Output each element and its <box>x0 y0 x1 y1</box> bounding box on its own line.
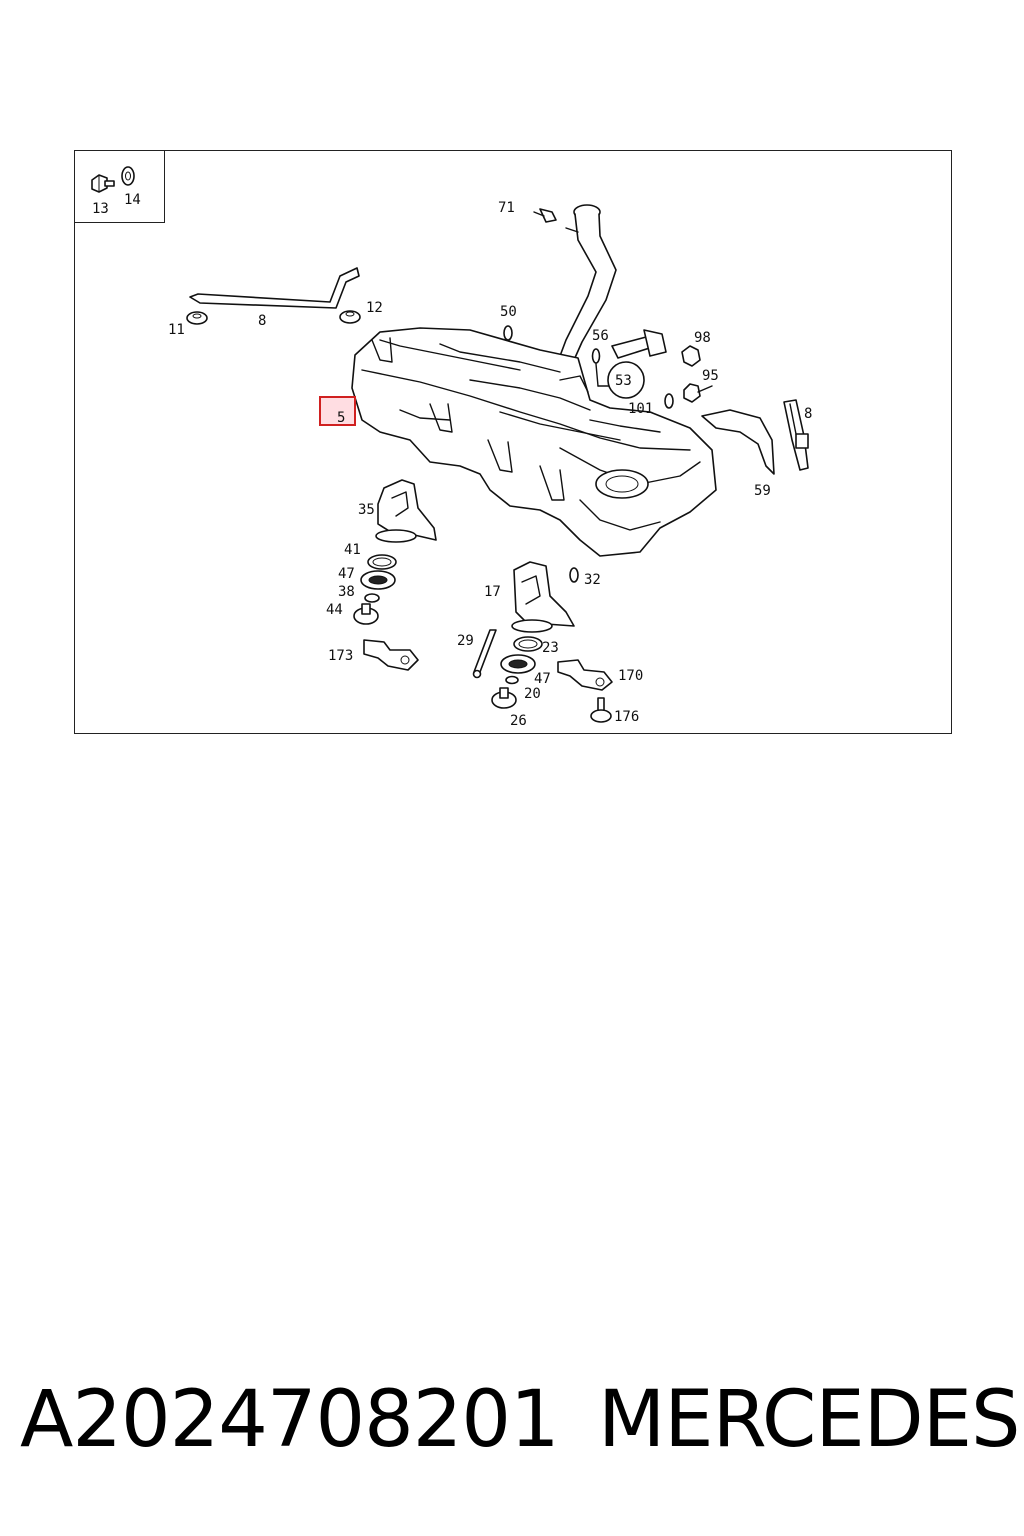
footer: A2024708201 MERCEDES <box>0 1372 1024 1472</box>
bolt-13-drawing <box>91 174 115 193</box>
vent-parts-drawing <box>591 329 713 409</box>
parts-diagram: 13 14 71 11 8 12 50 56 98 53 95 101 8 59… <box>91 166 812 729</box>
inset-box <box>74 150 165 223</box>
callout-8[interactable]: 8 <box>258 313 266 329</box>
callout-35[interactable]: 35 <box>358 502 375 518</box>
callout-98[interactable]: 98 <box>694 330 711 346</box>
bracket-8-drawing <box>783 399 809 471</box>
callout-50[interactable]: 50 <box>500 304 517 320</box>
callout-101[interactable]: 101 <box>628 401 653 417</box>
fuel-tank-drawing <box>351 327 717 557</box>
oring-50-drawing <box>503 325 513 341</box>
callout-44[interactable]: 44 <box>326 602 343 618</box>
callout-17[interactable]: 17 <box>484 584 501 600</box>
pipe-29-drawing <box>472 629 497 679</box>
pump-35-drawing <box>375 479 437 543</box>
callout-14[interactable]: 14 <box>124 192 141 208</box>
callout-173[interactable]: 173 <box>328 648 353 664</box>
callout-13[interactable]: 13 <box>92 201 109 217</box>
callout-56[interactable]: 56 <box>592 328 609 344</box>
highlighted-callout-label: 5 <box>337 410 345 426</box>
callout-59[interactable]: 59 <box>754 483 771 499</box>
seal-stack-right-drawing <box>491 636 543 709</box>
callout-170[interactable]: 170 <box>618 668 643 684</box>
callout-38[interactable]: 38 <box>338 584 355 600</box>
callout-71[interactable]: 71 <box>498 200 515 216</box>
brand-label: MERCEDES <box>598 1375 1020 1465</box>
callout-11[interactable]: 11 <box>168 322 185 338</box>
callout-26[interactable]: 26 <box>510 713 527 729</box>
heat-shield-59-drawing <box>701 409 775 475</box>
callout-8-bracket[interactable]: 8 <box>804 406 812 422</box>
callout-53[interactable]: 53 <box>615 373 632 389</box>
callout-5[interactable]: 5 <box>337 410 345 426</box>
callout-41[interactable]: 41 <box>344 542 361 558</box>
highlighted-callout-box[interactable]: 5 <box>319 396 356 426</box>
bolt-176-drawing <box>590 697 612 723</box>
part-number-label: A2024708201 <box>20 1375 560 1465</box>
diagram-frame <box>74 150 952 734</box>
guard-173-drawing <box>363 639 419 671</box>
callout-47[interactable]: 47 <box>338 566 355 582</box>
callout-47-right[interactable]: 47 <box>534 671 551 687</box>
callout-176[interactable]: 176 <box>614 709 639 725</box>
callout-20[interactable]: 20 <box>524 686 541 702</box>
strap-8-drawing <box>186 267 361 325</box>
callout-23[interactable]: 23 <box>542 640 559 656</box>
pump-17-drawing <box>511 561 575 633</box>
washer-14-drawing <box>121 166 135 186</box>
seal-stack-left-drawing <box>353 554 397 625</box>
oring-32-drawing <box>569 567 579 583</box>
callout-95[interactable]: 95 <box>702 368 719 384</box>
callout-12[interactable]: 12 <box>366 300 383 316</box>
guard-170-drawing <box>557 659 613 691</box>
callout-32[interactable]: 32 <box>584 572 601 588</box>
callout-29[interactable]: 29 <box>457 633 474 649</box>
